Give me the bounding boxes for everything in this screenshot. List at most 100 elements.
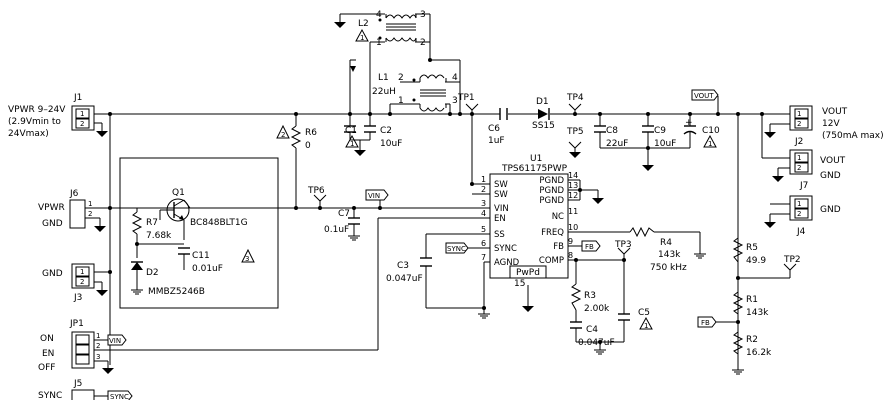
- capacitor-c8: C8 22uF: [594, 125, 628, 149]
- jp1-pin2: 2: [96, 342, 100, 350]
- ic-left-pin-num: 4: [481, 209, 486, 218]
- ic-right-pin-name: FREQ: [541, 228, 564, 238]
- j1-ref: J1: [73, 93, 82, 103]
- j4-pin2: 2: [797, 210, 801, 218]
- ic-u1: U1 TPS61175PWP PwPd 15 1SW2SW3VIN4EN5SS6…: [481, 154, 578, 289]
- net-flag-sync: SYNC: [445, 242, 469, 254]
- capacitor-c1: C1 1: [344, 125, 359, 148]
- u1-part: TPS61175PWP: [501, 164, 568, 174]
- u1-pad-num: 15: [514, 279, 525, 289]
- c5-note: 1: [644, 322, 648, 330]
- c9-ref: C9: [654, 126, 666, 136]
- ic-left-pin-name: SYNC: [494, 244, 517, 254]
- r2-value: 16.2k: [746, 348, 772, 358]
- ic-right-pin-num: 11: [568, 207, 578, 216]
- r6-ref: R6: [305, 128, 317, 138]
- r4-ref: R4: [660, 238, 672, 248]
- j2-label2: 12V: [822, 119, 840, 129]
- c2-ref: C2: [380, 126, 392, 136]
- c4-value: 0.047uF: [578, 338, 615, 348]
- j7-pin1: 1: [797, 154, 801, 162]
- ic-left-pin-name: SS: [494, 230, 505, 240]
- capacitor-c6: C6 1uF: [488, 108, 508, 146]
- connector-j6: J6 1 2 VPWR GND: [38, 189, 92, 229]
- j1-label1: VPWR 9–24V: [8, 105, 66, 115]
- l2-pin1: 1: [376, 38, 382, 48]
- r2-ref: R2: [746, 335, 758, 345]
- connector-j2: 1 2 J2 VOUT 12V (750mA max): [789, 105, 884, 147]
- c2-value: 10uF: [380, 139, 402, 149]
- ic-right-pin-num: 12: [568, 191, 578, 200]
- resistor-r4: R4 143k 750 kHz: [629, 226, 687, 273]
- j3-pin2: 2: [80, 278, 84, 286]
- c10-polarity: +: [685, 118, 693, 128]
- r4-value1: 143k: [658, 250, 681, 260]
- j7-pin2: 2: [797, 164, 801, 172]
- capacitor-c10: + C10 1: [683, 118, 720, 148]
- l2-pin4: 4: [376, 10, 382, 20]
- ic-left-pin-name: SW: [494, 190, 508, 200]
- connector-j7: 1 2 J7 VOUT GND: [785, 149, 846, 191]
- q1-ref: Q1: [172, 188, 185, 198]
- q1-value: BC848BLT1G: [190, 218, 248, 228]
- testpoint-tp2: TP2: [783, 255, 801, 271]
- resistor-r1: R1 143k: [732, 291, 769, 318]
- d1-value: SS15: [532, 121, 555, 131]
- d2-ref: D2: [146, 268, 159, 278]
- note-3: 3: [245, 255, 249, 263]
- ic-right-pin-num: 9: [568, 237, 573, 246]
- ic-left-pin-num: 3: [481, 199, 486, 208]
- j6-label1: VPWR: [38, 203, 65, 213]
- r7-value: 7.68k: [146, 231, 172, 241]
- ic-left-pin-name: AGND: [494, 258, 520, 268]
- c3-ref: C3: [397, 261, 409, 271]
- j6-label2: GND: [42, 219, 63, 229]
- r6-value: 0: [305, 141, 311, 151]
- r7-ref: R7: [146, 218, 158, 228]
- c9-value: 10uF: [654, 139, 676, 149]
- tp3-label: TP3: [614, 240, 632, 250]
- inductor-l1: L1 22uH 2 4 1 3: [372, 73, 458, 112]
- c7-value: 0.1uF: [324, 225, 349, 235]
- capacitor-c7: C7 0.1uF: [324, 209, 360, 235]
- j1-label3: 24Vmax): [8, 129, 49, 139]
- tp1-label: TP1: [457, 93, 475, 103]
- j1-label2: (2.9Vmin to: [8, 117, 61, 127]
- capacitor-c9: C9 10uF: [642, 125, 676, 149]
- j3-label: GND: [42, 269, 63, 279]
- connector-j5: J5 SYNC: [38, 379, 95, 400]
- j7-label2: GND: [820, 171, 841, 181]
- net-flag-vout: VOUT: [691, 89, 719, 101]
- connector-j3: 1 2 J3 GND: [42, 263, 95, 303]
- c3-value: 0.047uF: [386, 274, 423, 284]
- inductor-l2: L2 4 3 1 2 1: [355, 10, 426, 48]
- l1-pin1: 1: [398, 96, 404, 106]
- tp5-label: TP5: [566, 127, 584, 137]
- jp1-off: OFF: [38, 363, 55, 373]
- j2-ref: J2: [794, 137, 803, 147]
- jumper-jp1: 1 2 3 JP1 ON EN OFF: [38, 319, 100, 373]
- ic-right-pin-num: 10: [568, 223, 578, 232]
- tp2-label: TP2: [783, 255, 801, 265]
- ic-left-pin-num: 1: [481, 175, 486, 184]
- connector-j4: 1 2 J4 GND: [789, 195, 841, 237]
- ic-right-pin-name: FB: [553, 242, 564, 252]
- c11-ref: C11: [192, 251, 210, 261]
- capacitor-c11: C11 0.01uF: [178, 247, 223, 274]
- c11-value: 0.01uF: [192, 264, 223, 274]
- net-flag-vin-2: VIN: [107, 334, 127, 346]
- testpoint-tp4: TP4: [566, 93, 584, 114]
- l2-ref: L2: [358, 19, 369, 29]
- vin-flag2-label: VIN: [109, 337, 121, 345]
- c6-ref: C6: [488, 124, 500, 134]
- l2-pin2: 2: [420, 38, 426, 48]
- l1-ref: L1: [378, 73, 389, 83]
- j5-ref: J5: [73, 379, 82, 389]
- diode-d2: D2 MMBZ5246B: [131, 261, 205, 297]
- j6-pin1: 1: [88, 200, 92, 208]
- c8-ref: C8: [606, 126, 618, 136]
- ic-right-pin-name: NC: [552, 212, 564, 222]
- sync-flag2-label: SYNC: [110, 393, 129, 400]
- capacitor-c4: C4 0.047uF: [570, 321, 615, 348]
- r5-value: 49.9: [746, 256, 766, 266]
